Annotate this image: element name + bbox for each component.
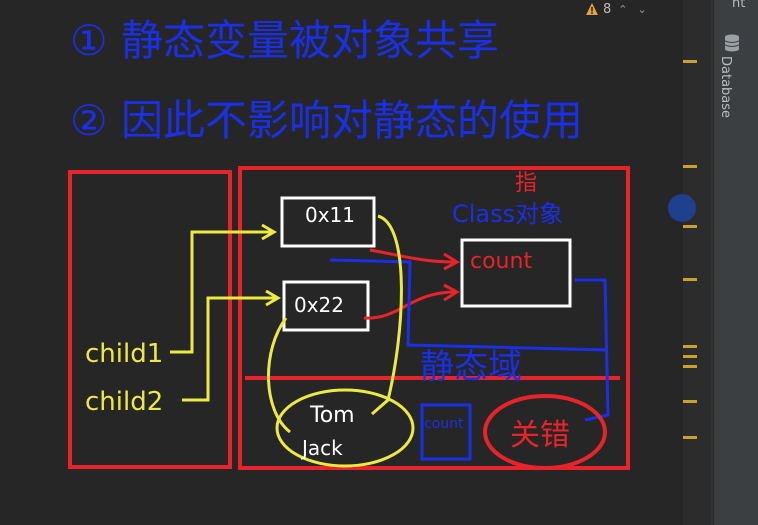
previous-highlight-button[interactable]: ⌃ [618,2,628,16]
child1-label: child1 [85,339,163,369]
gutter-marker[interactable] [683,355,697,358]
object-box-2 [282,280,370,332]
red-arrowhead-1 [443,252,461,271]
string-tom: Tom [309,403,355,428]
static-count-box [420,403,472,461]
blue-link-line-2 [329,258,608,352]
database-tool-tab[interactable]: Database [714,30,758,140]
gutter-marker[interactable] [683,60,697,63]
yellow-line-obj1-to-pool [371,214,403,416]
note-line-2: ② 因此不影响对静态的使用 [70,96,583,145]
red-arrowhead-2 [443,283,461,302]
gutter-marker[interactable] [683,365,697,368]
object-2-address: 0x22 [294,293,344,317]
yellow-arrow-child1 [170,230,272,354]
class-count-label: count [470,249,532,274]
note-line-1: ① 静态变量被对象共享 [70,16,499,65]
class-object-label: Class对象 [452,200,563,228]
pointer-label: 指 [515,171,537,196]
inspection-widget[interactable]: 8 ⌃ ⌄ [585,0,650,18]
string-pool-circle [275,388,415,468]
next-highlight-button[interactable]: ⌄ [637,2,647,16]
object-box-1 [280,196,376,248]
drawing-canvas: ① 静态变量被对象共享 ② 因此不影响对静态的使用 0x11 0x22 coun… [68,16,630,470]
string-jack: Jack [300,436,343,460]
child2-label: child2 [85,387,163,417]
yellow-line-obj2-to-pool [267,317,291,434]
whiteboard-sketch: ① 静态变量被对象共享 ② 因此不影响对静态的使用 0x11 0x22 coun… [68,16,630,470]
yellow-arrow-child2 [182,296,276,402]
red-arrow-1 [369,248,456,264]
red-arrow-2 [363,290,456,320]
gutter-marker[interactable] [683,225,697,228]
stack-box [68,170,232,469]
gutter-marker[interactable] [683,165,697,168]
yellow-arrowhead-2 [265,289,281,307]
editor-right-gutter: nt Database [668,0,758,525]
blue-link-line [575,278,610,422]
class-object-box [460,238,572,308]
warning-count: 8 [603,1,612,17]
database-icon [724,34,740,52]
static-area-label: 静态域 [420,347,522,387]
error-mark-label: 关错 [510,418,570,453]
gutter-marker[interactable] [683,400,697,403]
gutter-marker[interactable] [683,278,697,281]
static-count-label: count [424,416,464,432]
error-circle [483,394,607,470]
scroll-thumb[interactable] [668,194,696,222]
error-stripe[interactable] [668,0,711,525]
object-1-address: 0x11 [305,203,355,227]
database-tab-label: Database [718,56,733,119]
partial-tab-label[interactable]: nt [732,0,746,11]
tool-window-bar: nt Database [713,0,758,525]
heap-box [238,166,630,470]
gutter-marker[interactable] [683,345,697,348]
gutter-marker[interactable] [683,436,697,439]
yellow-arrowhead-1 [261,223,277,241]
warning-icon [586,3,598,15]
